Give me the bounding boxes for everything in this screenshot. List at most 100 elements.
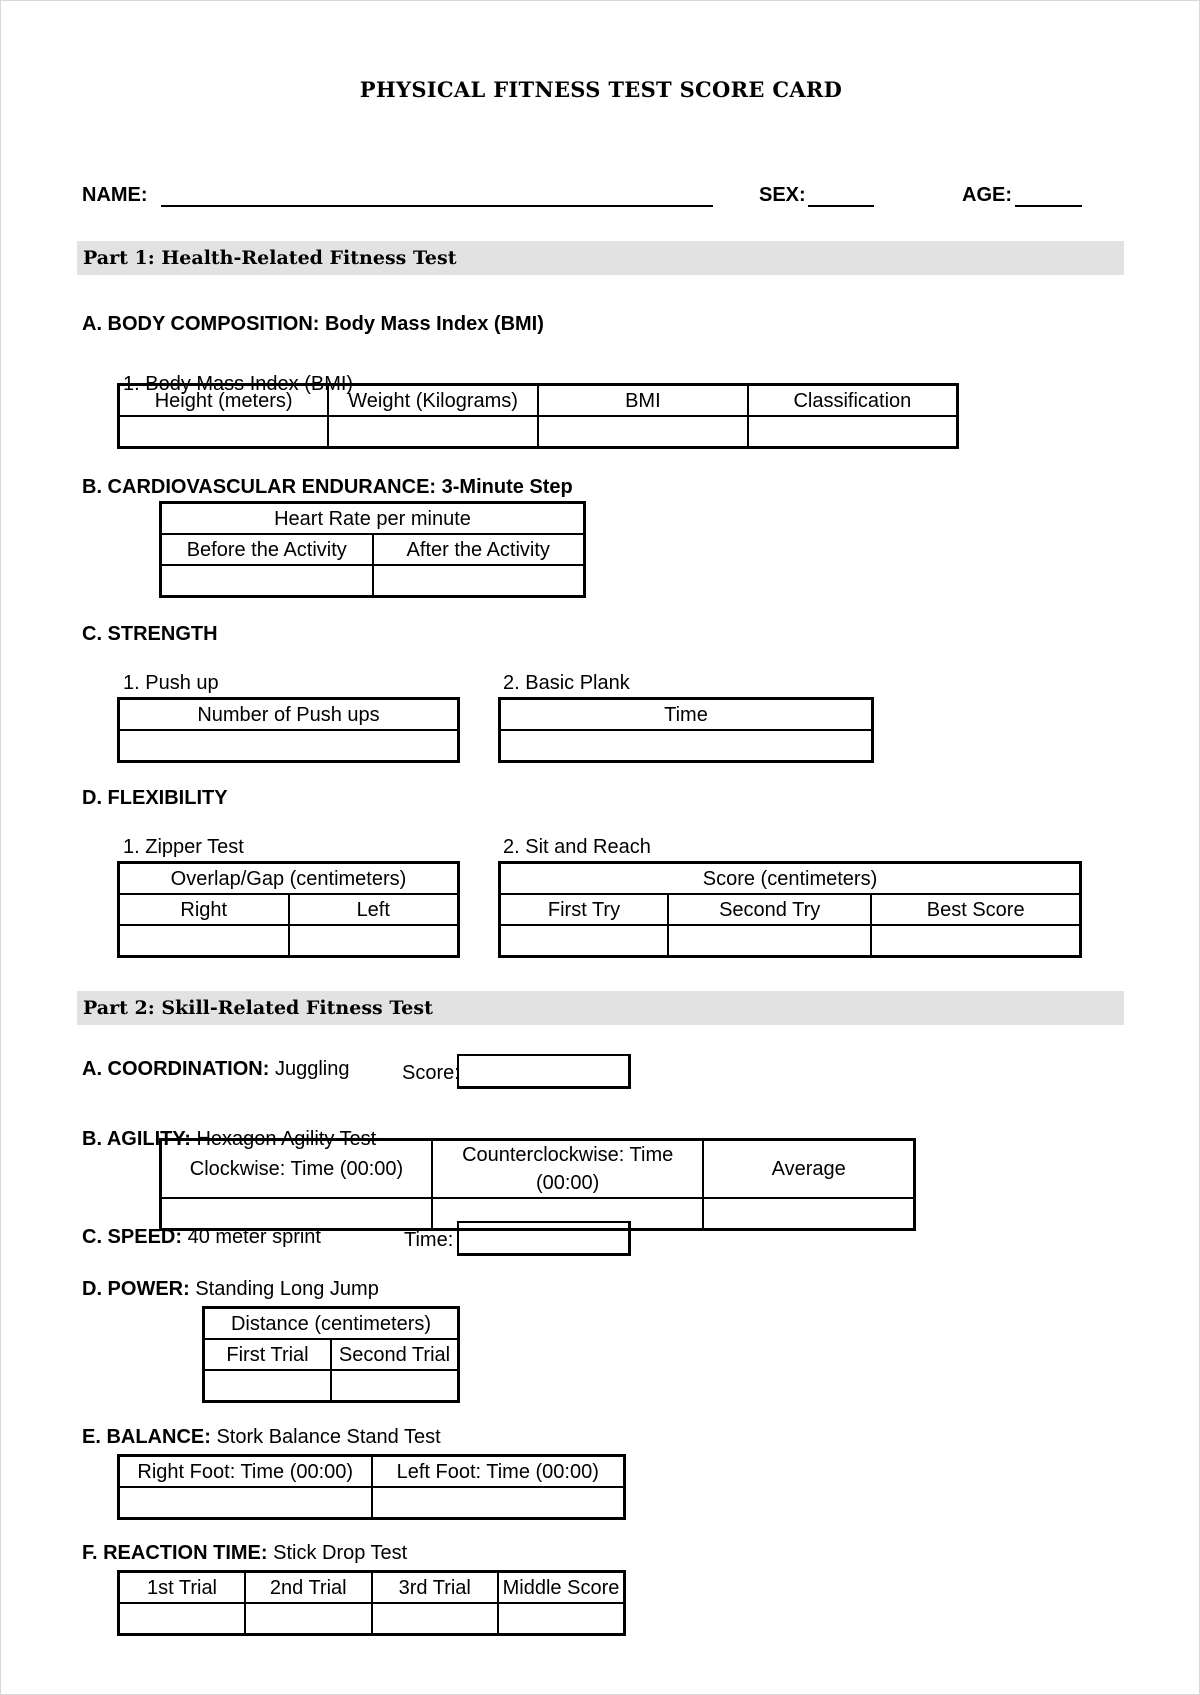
cardio-after-cell[interactable] — [371, 564, 586, 598]
reaction-middle-cell[interactable] — [497, 1602, 626, 1636]
zipper-left-cell[interactable] — [287, 924, 460, 958]
bmi-table: Height (meters) Weight (Kilograms) BMI C… — [117, 383, 959, 449]
reaction-3rd-cell[interactable] — [370, 1602, 499, 1636]
agility-table: Clockwise: Time (00:00) Counterclockwise… — [159, 1138, 916, 1231]
balance-label-rest: Stork Balance Stand Test — [216, 1426, 441, 1448]
name-label: NAME: — [82, 184, 148, 206]
coordination-label: A. COORDINATION: Juggling — [82, 1058, 349, 1081]
bmi-col-classification: Classification — [746, 383, 959, 417]
balance-right-cell[interactable] — [117, 1486, 373, 1520]
balance-left-cell[interactable] — [370, 1486, 626, 1520]
reaction-label: F. REACTION TIME: Stick Drop Test — [82, 1542, 407, 1565]
zipper-table: Overlap/Gap (centimeters) Right Left — [117, 861, 460, 958]
bmi-height-cell[interactable] — [117, 415, 330, 449]
reaction-col-3rd: 3rd Trial — [370, 1570, 499, 1604]
balance-col-right: Right Foot: Time (00:00) — [117, 1454, 373, 1488]
balance-col-left: Left Foot: Time (00:00) — [370, 1454, 626, 1488]
balance-label: E. BALANCE: Stork Balance Stand Test — [82, 1426, 441, 1449]
bmi-weight-cell[interactable] — [327, 415, 539, 449]
reaction-label-rest: Stick Drop Test — [273, 1542, 408, 1564]
reaction-col-1st: 1st Trial — [117, 1570, 246, 1604]
zipper-col-right: Right — [117, 893, 290, 926]
speed-time-box[interactable] — [457, 1221, 631, 1256]
push-up-col: Number of Push ups — [117, 697, 460, 731]
reaction-label-bold: F. REACTION TIME: — [82, 1542, 268, 1564]
sit-reach-second-cell[interactable] — [666, 924, 873, 958]
body-composition-label: A. BODY COMPOSITION: Body Mass Index (BM… — [82, 313, 544, 335]
balance-label-bold: E. BALANCE: — [82, 1426, 211, 1448]
reaction-col-middle: Middle Score — [497, 1570, 626, 1604]
flexibility-label: D. FLEXIBILITY — [82, 787, 228, 809]
sit-reach-col-second: Second Try — [666, 893, 873, 926]
bmi-classification-cell[interactable] — [746, 415, 959, 449]
reaction-2nd-cell[interactable] — [244, 1602, 373, 1636]
power-first-cell[interactable] — [202, 1369, 332, 1403]
agility-average-cell[interactable] — [702, 1197, 916, 1231]
sex-field[interactable] — [808, 205, 874, 207]
agility-label-rest: Hexagon Agility Test — [196, 1128, 377, 1150]
power-label-bold: D. POWER: — [82, 1278, 190, 1300]
sit-reach-col-best: Best Score — [870, 893, 1082, 926]
zipper-group-header: Overlap/Gap (centimeters) — [117, 861, 460, 895]
zipper-label: 1. Zipper Test — [123, 836, 244, 858]
cardio-col-after: After the Activity — [371, 533, 586, 566]
plank-cell[interactable] — [498, 729, 874, 763]
speed-label: C. SPEED: 40 meter sprint — [82, 1226, 321, 1249]
agility-counterclockwise-cell[interactable] — [430, 1197, 705, 1231]
sit-reach-first-cell[interactable] — [498, 924, 669, 958]
speed-label-rest: 40 meter sprint — [187, 1226, 321, 1248]
agility-col-average: Average — [702, 1138, 916, 1199]
zipper-col-left: Left — [287, 893, 460, 926]
part1-heading-band: Part 1: Health-Related Fitness Test — [77, 241, 1124, 275]
power-col-second: Second Trial — [330, 1338, 460, 1371]
agility-clockwise-cell[interactable] — [159, 1197, 433, 1231]
power-second-cell[interactable] — [330, 1369, 460, 1403]
zipper-right-cell[interactable] — [117, 924, 290, 958]
agility-label-bold: B. AGILITY: — [82, 1128, 191, 1150]
speed-time-label: Time: — [404, 1229, 454, 1251]
sit-reach-label: 2. Sit and Reach — [503, 836, 651, 858]
push-up-table: Number of Push ups — [117, 697, 460, 763]
sex-label: SEX: — [759, 184, 806, 206]
power-label-rest: Standing Long Jump — [195, 1278, 379, 1300]
coordination-label-bold: A. COORDINATION: — [82, 1058, 270, 1080]
coordination-score-box[interactable] — [457, 1054, 631, 1089]
sit-reach-group-header: Score (centimeters) — [498, 861, 1082, 895]
agility-label: B. AGILITY: Hexagon Agility Test — [82, 1128, 376, 1151]
age-label: AGE: — [962, 184, 1012, 206]
cardio-table: Heart Rate per minute Before the Activit… — [159, 501, 586, 598]
sit-reach-best-cell[interactable] — [870, 924, 1082, 958]
plank-table: Time — [498, 697, 874, 763]
push-up-label: 1. Push up — [123, 672, 219, 694]
bmi-value-cell[interactable] — [537, 415, 749, 449]
part2-heading-band: Part 2: Skill-Related Fitness Test — [77, 991, 1124, 1025]
cardio-col-before: Before the Activity — [159, 533, 374, 566]
power-group-header: Distance (centimeters) — [202, 1306, 460, 1340]
bmi-col-bmi: BMI — [537, 383, 749, 417]
sit-reach-col-first: First Try — [498, 893, 669, 926]
agility-col-counterclockwise: Counterclockwise: Time (00:00) — [430, 1138, 705, 1199]
cardio-before-cell[interactable] — [159, 564, 374, 598]
coordination-label-rest: Juggling — [274, 1058, 350, 1080]
part2-heading: Part 2: Skill-Related Fitness Test — [83, 997, 433, 1019]
power-table: Distance (centimeters) First Trial Secon… — [202, 1306, 460, 1403]
push-up-cell[interactable] — [117, 729, 460, 763]
power-label: D. POWER: Standing Long Jump — [82, 1278, 379, 1301]
power-col-first: First Trial — [202, 1338, 332, 1371]
age-field[interactable] — [1015, 205, 1082, 207]
sit-reach-table: Score (centimeters) First Try Second Try… — [498, 861, 1082, 958]
cardio-label: B. CARDIOVASCULAR ENDURANCE: 3-Minute St… — [82, 476, 573, 498]
page-title: PHYSICAL FITNESS TEST SCORE CARD — [359, 77, 843, 102]
part1-heading: Part 1: Health-Related Fitness Test — [83, 247, 457, 269]
name-field[interactable] — [161, 205, 713, 207]
balance-table: Right Foot: Time (00:00) Left Foot: Time… — [117, 1454, 626, 1520]
strength-label: C. STRENGTH — [82, 623, 218, 645]
reaction-col-2nd: 2nd Trial — [244, 1570, 373, 1604]
reaction-1st-cell[interactable] — [117, 1602, 246, 1636]
agility-col-clockwise: Clockwise: Time (00:00) — [159, 1138, 433, 1199]
bmi-col-weight: Weight (Kilograms) — [327, 383, 539, 417]
reaction-table: 1st Trial 2nd Trial 3rd Trial Middle Sco… — [117, 1570, 626, 1636]
plank-col: Time — [498, 697, 874, 731]
bmi-sub-label: 1. Body Mass Index (BMI) — [123, 373, 354, 395]
